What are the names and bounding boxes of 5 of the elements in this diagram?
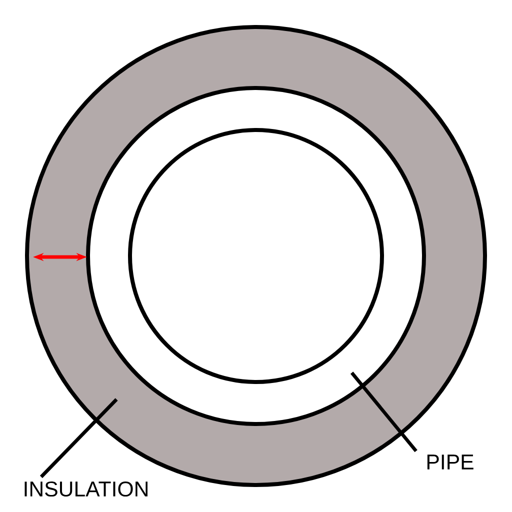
leader-line	[40, 398, 118, 478]
part-label: INSULATION	[24, 481, 148, 497]
pipe-ring	[86, 86, 426, 426]
part-label: PIPE	[427, 454, 474, 470]
leader-line	[350, 372, 418, 452]
